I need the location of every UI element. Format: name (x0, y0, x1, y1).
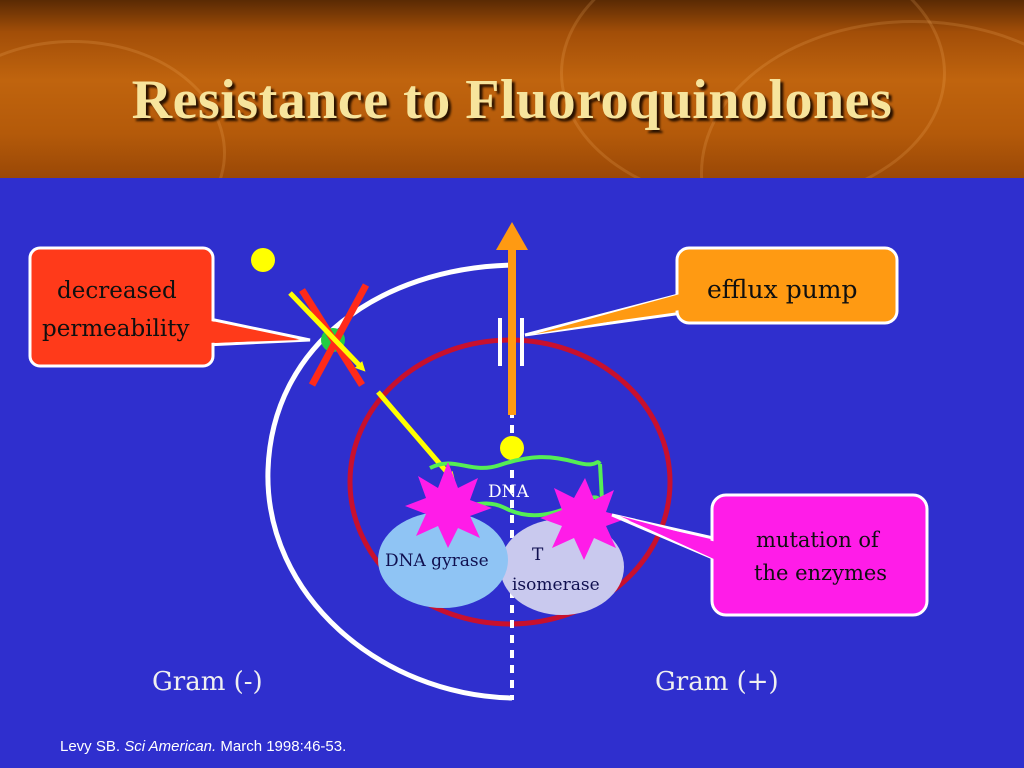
blocked-cross-line2 (308, 283, 370, 387)
mutation-starburst-left (405, 462, 492, 548)
dna-label: DNA (488, 482, 530, 502)
permeability-pointer-fill (206, 320, 300, 343)
citation-details: March 1998:46-53. (220, 738, 347, 755)
gram-negative-label: Gram (-) (152, 667, 263, 697)
mutation-text-line1: mutation of (756, 528, 881, 552)
slide-header: Resistance to Fluoroquinolones (0, 0, 1024, 178)
dna-strand-top (429, 455, 602, 470)
gram-positive-label: Gram (+) (655, 667, 779, 697)
citation-author: Levy SB. (60, 738, 121, 755)
drug-molecule-efflux (500, 436, 524, 460)
citation: Levy SB. Sci American. March 1998:46-53. (60, 738, 346, 755)
mutation-starburst-right (540, 478, 628, 560)
drug-entry-arrow-1 (288, 291, 366, 372)
topoisomerase-enzyme (500, 519, 624, 615)
mutation-callout (710, 493, 929, 617)
efflux-text: efflux pump (707, 275, 858, 304)
permeability-text-line2: permeability (42, 316, 190, 342)
efflux-pointer-fill (535, 294, 680, 334)
dna-end-right (598, 463, 604, 501)
citation-journal: Sci American. (124, 738, 217, 755)
permeability-callout (28, 246, 215, 368)
gyrase-label: DNA gyrase (385, 551, 489, 571)
efflux-callout (675, 246, 899, 325)
slide-title: Resistance to Fluoroquinolones (131, 69, 893, 131)
permeability-text-line1: decreased (57, 278, 177, 304)
topo-label-line2: isomerase (512, 575, 600, 595)
mechanism-diagram: DNA DNA gyrase T isomerase decreased per… (28, 222, 929, 701)
mutation-text-line2: the enzymes (754, 561, 887, 585)
dna-gyrase-enzyme (378, 512, 508, 608)
mutation-pointer-fill (620, 516, 716, 560)
drug-molecule-outside (251, 248, 275, 272)
efflux-arrow-head (496, 222, 528, 250)
topo-label-line1: T (532, 545, 544, 565)
outer-membrane (265, 262, 513, 701)
